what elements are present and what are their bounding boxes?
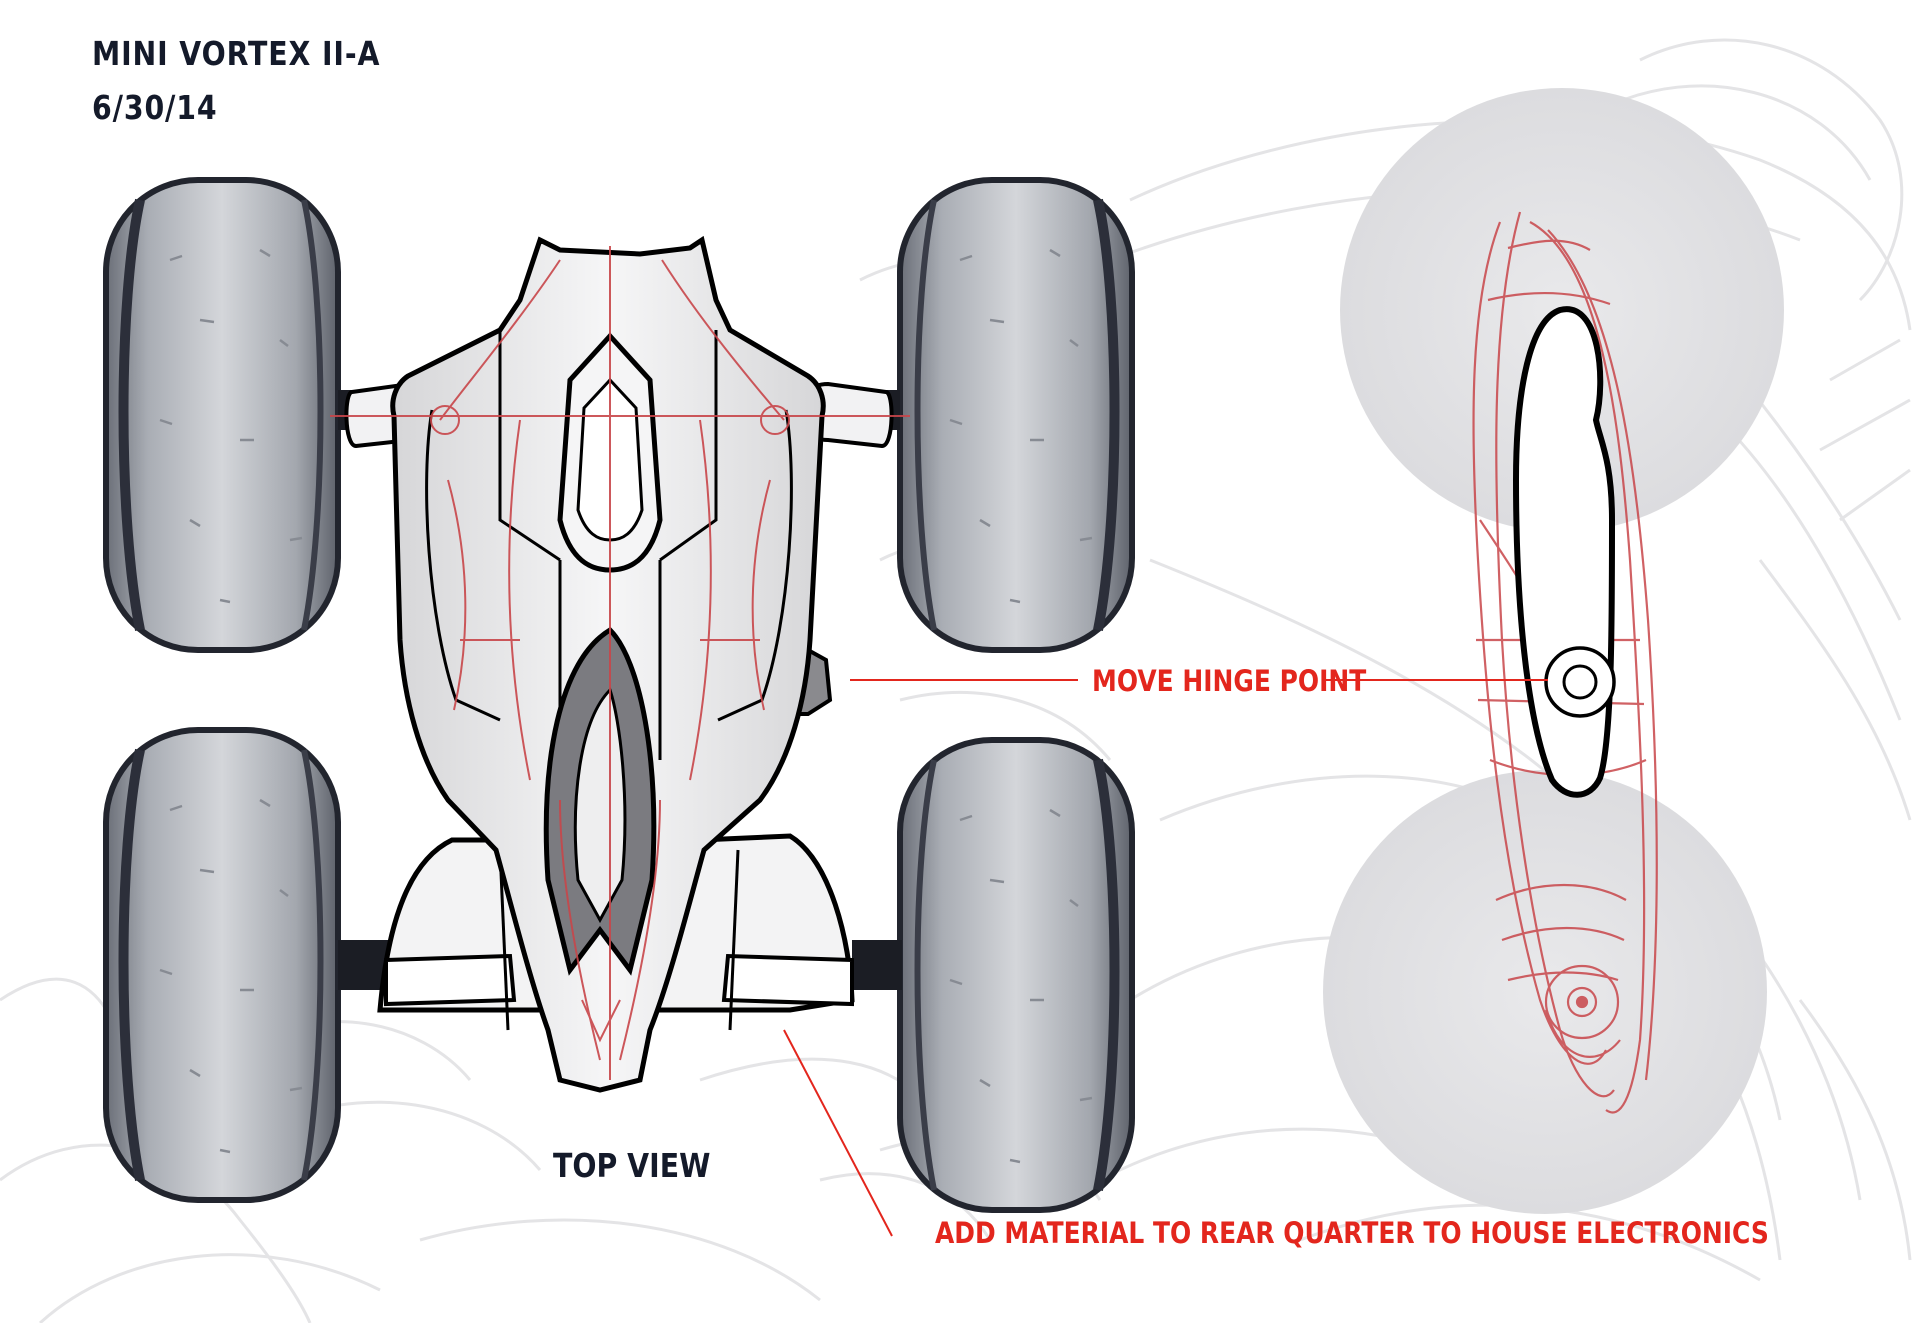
- top-view-label: TOP VIEW: [553, 1146, 711, 1185]
- material-leader: [783, 1029, 893, 1237]
- sheet-date: 6/30/14: [92, 88, 218, 127]
- hinge-callout: MOVE HINGE POINT: [1092, 664, 1367, 698]
- tire-rear-left: [103, 727, 341, 1203]
- body-construction-lines: [330, 246, 910, 1080]
- material-callout: ADD MATERIAL TO REAR QUARTER TO HOUSE EL…: [935, 1216, 1769, 1250]
- side-canopy: [1512, 306, 1616, 798]
- tire-rear-right: [897, 737, 1135, 1213]
- side-view-sketch: [1472, 211, 1658, 1114]
- tire-front-right: [897, 177, 1135, 653]
- tire-front-left: [103, 177, 341, 653]
- axle-rear-right: [852, 940, 902, 990]
- sheet-title: MINI VORTEX II-A: [92, 34, 381, 73]
- axle-rear-left: [338, 940, 388, 990]
- wheel-outline-rear: [1323, 770, 1767, 1214]
